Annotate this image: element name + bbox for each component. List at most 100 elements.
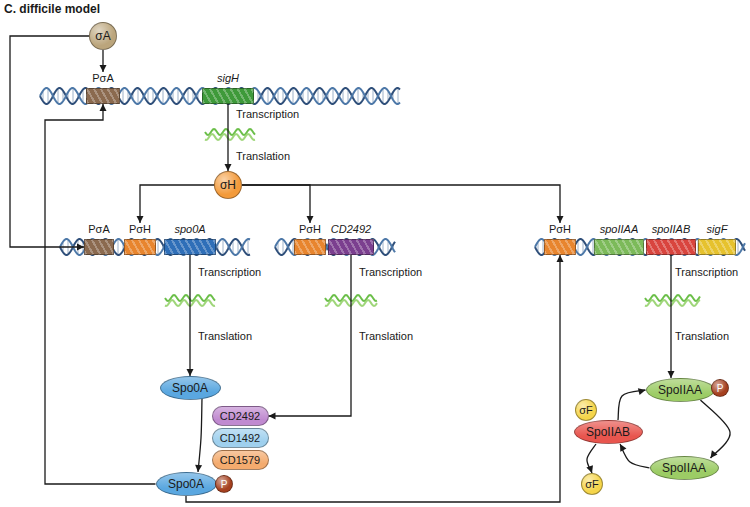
node-text: CD2492 — [220, 410, 260, 422]
node-text: SpoIIAA — [658, 383, 702, 397]
kinase-pill: CD1579 — [212, 450, 269, 470]
dna-segment-bar — [328, 239, 374, 255]
node-text: P — [717, 383, 724, 394]
arrow-head — [137, 216, 144, 223]
phosphate-circle: P — [215, 475, 233, 493]
arrow-head — [195, 465, 202, 472]
process-label: Transcription — [675, 266, 738, 278]
node-text: SpoIIAA — [662, 461, 706, 475]
arrow-head — [187, 369, 194, 376]
dna-segment-bar — [544, 239, 576, 255]
node-text: CD1579 — [220, 454, 260, 466]
sigma-factor-circle: σF — [581, 473, 603, 495]
protein-ellipse: SpoIIAB — [574, 420, 643, 444]
kinase-pill: CD1492 — [212, 428, 269, 448]
node-text: σH — [220, 178, 236, 192]
connector-arrow — [187, 255, 194, 376]
connector-arrow — [586, 444, 596, 473]
arrow-head — [557, 255, 564, 262]
dna-helix — [535, 239, 745, 255]
connector-line — [45, 104, 156, 484]
process-label: Transcription — [359, 266, 422, 278]
kinase-pill: CD2492 — [212, 406, 269, 426]
connector-arrow — [137, 185, 215, 223]
node-text: σF — [585, 478, 599, 490]
arrow-head — [668, 371, 675, 378]
dna-segment-bar — [594, 239, 644, 255]
node-text: PσA — [84, 223, 114, 236]
connector-arrow — [10, 36, 89, 251]
connector-line — [701, 400, 731, 458]
dna-segment-bar — [84, 239, 114, 255]
connector-arrow — [242, 185, 314, 223]
node-text: spoIIAA — [594, 223, 644, 236]
protein-ellipse: Spo0A — [160, 376, 221, 400]
node-text: PσH — [544, 223, 576, 236]
gene-region: spoIIAA — [594, 223, 644, 255]
node-text: Spo0A — [172, 381, 208, 395]
node-text: spoIIAB — [646, 223, 696, 236]
connector-line — [620, 444, 650, 468]
arrow-head — [638, 388, 646, 395]
connector-arrow — [618, 388, 646, 420]
node-text: sigH — [202, 72, 254, 85]
gene-region: spoIIAB — [646, 223, 696, 255]
dna-segment-bar — [202, 88, 254, 104]
connector-line — [242, 185, 560, 223]
node-text: Spo0A — [168, 477, 204, 491]
arrow-head — [711, 450, 718, 458]
protein-ellipse: SpoIIAA — [650, 456, 719, 480]
node-text: PσA — [86, 72, 120, 85]
process-label: Translation — [675, 330, 729, 342]
process-label: Translation — [236, 150, 290, 162]
arrow-head — [77, 244, 84, 251]
arrow-head — [557, 216, 564, 223]
connector-line — [140, 185, 214, 223]
connector-line — [618, 390, 646, 420]
connector-arrow — [269, 255, 352, 420]
connector-line — [670, 255, 671, 378]
connector-arrow — [668, 255, 675, 378]
promoter-region: PσA — [84, 223, 114, 255]
mrna-strand — [205, 129, 255, 140]
dna-segment-bar — [698, 239, 736, 255]
connector-line — [186, 255, 560, 502]
connector-arrow — [225, 104, 232, 171]
dna-helix — [40, 88, 400, 104]
connector-line — [227, 104, 228, 171]
node-text: PσH — [294, 223, 326, 236]
arrow-head — [100, 65, 107, 72]
arrow-head — [100, 104, 107, 111]
process-label: Translation — [198, 330, 252, 342]
dna-helix — [60, 239, 250, 255]
gene-region: sigH — [202, 72, 254, 104]
promoter-region: PσH — [294, 223, 326, 255]
process-label: Translation — [359, 330, 413, 342]
connector-arrow — [45, 104, 156, 484]
connector-line — [189, 255, 190, 376]
gene-region: spo0A — [164, 223, 216, 255]
process-label: Transcription — [198, 266, 261, 278]
node-text: σA — [95, 29, 110, 43]
mrna-strand — [645, 295, 700, 306]
protein-ellipse: SpoIIAA — [646, 378, 715, 402]
connector-line — [198, 399, 202, 472]
diagram-title: C. difficile model — [4, 2, 100, 16]
connector-line — [587, 444, 596, 473]
node-text: SpoIIAB — [586, 425, 630, 439]
sigma-factor-circle: σF — [575, 399, 597, 421]
protein-ellipse: Spo0A — [156, 472, 217, 496]
dna-segment-bar — [124, 239, 156, 255]
sigma-factor-circle: σH — [214, 171, 242, 199]
arrow-head — [225, 164, 232, 171]
dna-segment-bar — [86, 88, 120, 104]
sigma-factor-circle: σA — [89, 22, 117, 50]
connector-line — [269, 255, 352, 416]
connector-arrow — [100, 50, 107, 72]
process-label: Transcription — [236, 108, 299, 120]
node-text: P — [221, 479, 228, 490]
gene-region: CD2492 — [328, 223, 374, 255]
node-text: sigF — [698, 223, 736, 236]
dna-segment-bar — [164, 239, 216, 255]
